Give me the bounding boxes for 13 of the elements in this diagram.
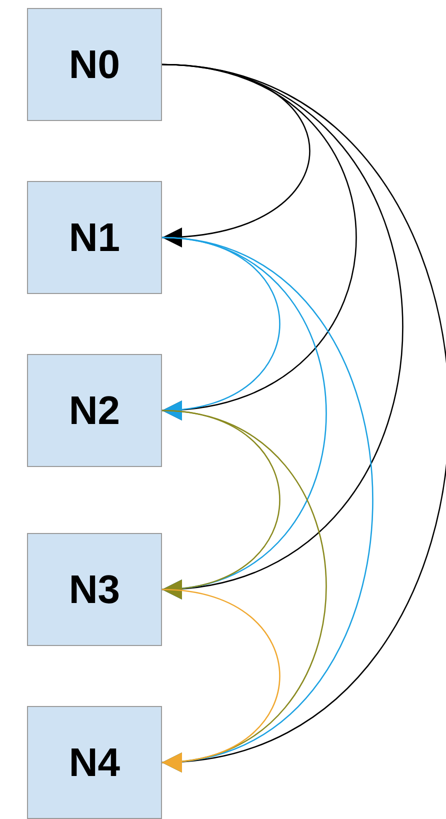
arrow (162, 588, 280, 771)
node-label: N2 (68, 388, 120, 434)
node-label: N4 (68, 740, 120, 786)
node-box (27, 181, 162, 294)
node-box (27, 533, 162, 646)
node-label: N3 (68, 566, 120, 614)
node-label: N0 (68, 42, 120, 88)
arrow (162, 64, 310, 246)
node-box (27, 8, 162, 121)
node-box (27, 706, 162, 819)
node-box (27, 354, 162, 467)
node-label: N1 (68, 214, 120, 262)
arrow (162, 410, 280, 598)
